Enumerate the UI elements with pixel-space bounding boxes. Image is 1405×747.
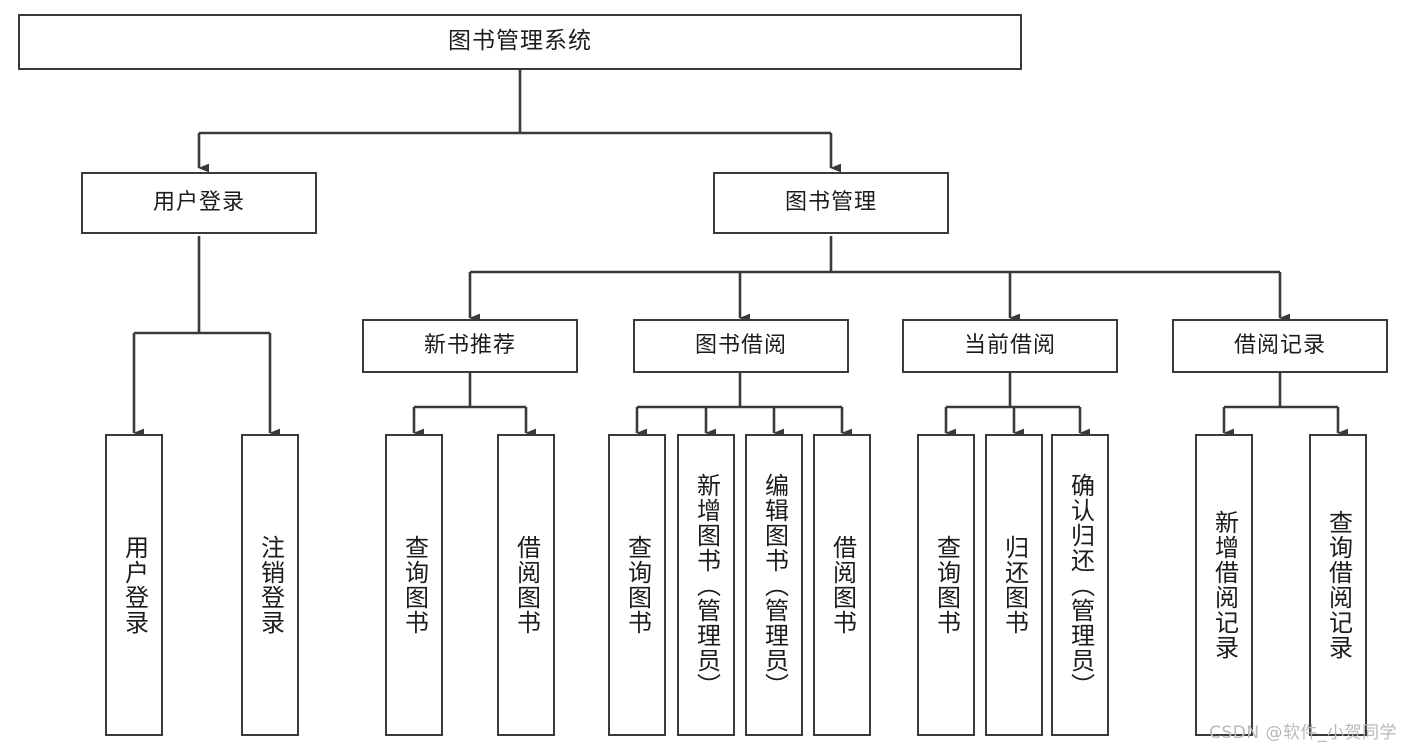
node-label: 新增借阅记录 — [1210, 510, 1239, 660]
node-label: 图书管理系统 — [448, 28, 592, 55]
node-label: 用户登录 — [152, 189, 245, 215]
node-leaf-query-books-recommendation[interactable]: 查询图书 — [385, 434, 443, 736]
node-leaf-confirm-return-admin[interactable]: 确认归还（管理员） — [1051, 434, 1109, 736]
node-new-book-recommendation[interactable]: 新书推荐 — [362, 319, 578, 373]
node-label: 查询借阅记录 — [1324, 510, 1353, 660]
node-leaf-edit-book-admin[interactable]: 编辑图书（管理员） — [745, 434, 803, 736]
node-label: 新增图书（管理员） — [692, 472, 721, 698]
node-label: 编辑图书（管理员） — [760, 472, 789, 698]
node-label: 注销登录 — [256, 535, 285, 635]
node-label: 查询图书 — [623, 535, 652, 635]
node-leaf-borrow-books-recommendation[interactable]: 借阅图书 — [497, 434, 555, 736]
node-leaf-return-books[interactable]: 归还图书 — [985, 434, 1043, 736]
node-leaf-query-borrow-record[interactable]: 查询借阅记录 — [1309, 434, 1367, 736]
node-user-login[interactable]: 用户登录 — [81, 172, 317, 234]
node-leaf-logout[interactable]: 注销登录 — [241, 434, 299, 736]
node-label: 查询图书 — [400, 535, 429, 635]
node-label: 查询图书 — [932, 535, 961, 635]
csdn-watermark: CSDN @软件_小贺同学 — [1209, 723, 1397, 743]
node-borrowing-records[interactable]: 借阅记录 — [1172, 319, 1388, 373]
node-label: 借阅记录 — [1233, 332, 1326, 358]
node-label: 确认归还（管理员） — [1066, 472, 1095, 698]
node-label: 新书推荐 — [423, 332, 516, 358]
node-leaf-add-borrow-record[interactable]: 新增借阅记录 — [1195, 434, 1253, 736]
node-leaf-user-login[interactable]: 用户登录 — [105, 434, 163, 736]
node-current-borrowing[interactable]: 当前借阅 — [902, 319, 1118, 373]
node-leaf-query-books-borrowing[interactable]: 查询图书 — [608, 434, 666, 736]
node-label: 借阅图书 — [828, 535, 857, 635]
node-leaf-borrow-books[interactable]: 借阅图书 — [813, 434, 871, 736]
node-label: 当前借阅 — [963, 332, 1056, 358]
node-label: 借阅图书 — [512, 535, 541, 635]
node-label: 图书管理 — [784, 189, 877, 215]
node-book-management[interactable]: 图书管理 — [713, 172, 949, 234]
node-label: 归还图书 — [1000, 535, 1029, 635]
node-label: 图书借阅 — [694, 332, 787, 358]
node-root-book-management-system[interactable]: 图书管理系统 — [18, 14, 1022, 70]
node-leaf-query-books-current[interactable]: 查询图书 — [917, 434, 975, 736]
node-leaf-add-book-admin[interactable]: 新增图书（管理员） — [677, 434, 735, 736]
node-book-borrowing[interactable]: 图书借阅 — [633, 319, 849, 373]
node-label: 用户登录 — [120, 535, 149, 635]
